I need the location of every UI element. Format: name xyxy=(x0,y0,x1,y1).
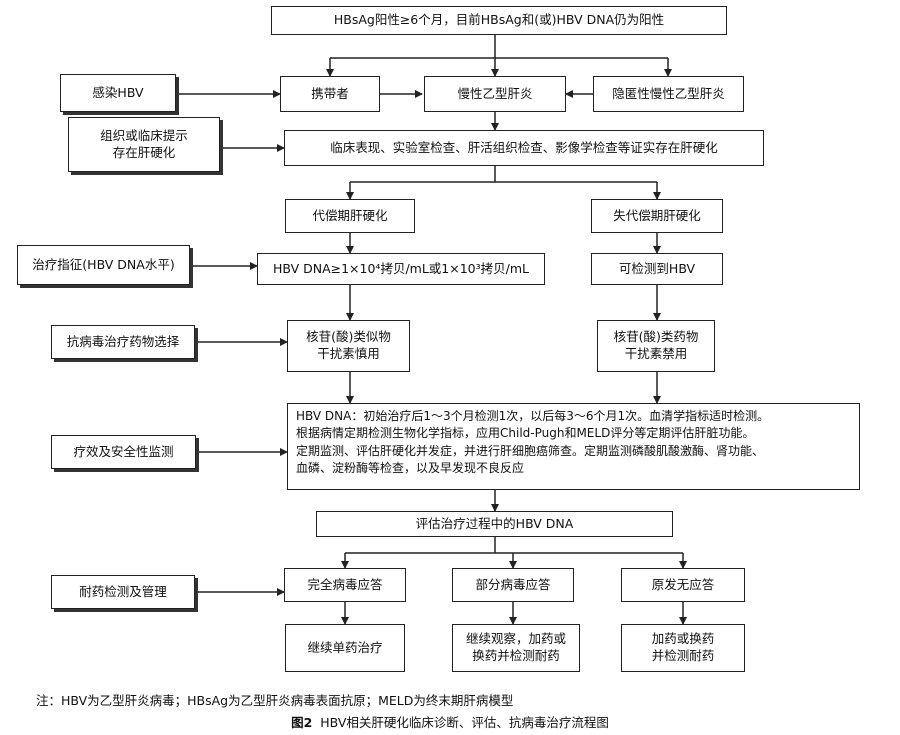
monitoring-line-4: 血磷、淀粉酶等检查，以及早发现不良反应 xyxy=(296,461,525,476)
figure-title: HBV相关肝硬化临床诊断、评估、抗病毒治疗流程图 xyxy=(320,715,609,730)
box-compensated-cirrhosis: 代偿期肝硬化 xyxy=(285,199,415,233)
monitoring-line-1: HBV DNA：初始治疗后1～3个月检测1次，以后每3～6个月1次。血清学指标适… xyxy=(296,409,770,423)
box-partial-response: 部分病毒应答 xyxy=(452,568,574,602)
box-carrier: 携带者 xyxy=(280,76,380,112)
box-monitoring-details: HBV DNA：初始治疗后1～3个月检测1次，以后每3～6个月1次。血清学指标适… xyxy=(287,403,860,490)
figure-caption: 图2 HBV相关肝硬化临床诊断、评估、抗病毒治疗流程图 xyxy=(0,712,900,731)
box-resistance-management: 耐药检测及管理 xyxy=(51,575,195,609)
box-occult-hepatitis-b: 隐匿性慢性乙型肝炎 xyxy=(593,76,744,112)
box-hbsag-positive: HBsAg阳性≥6个月，目前HBsAg和(或)HBV DNA仍为阳性 xyxy=(271,6,727,35)
box-continue-monotherapy: 继续单药治疗 xyxy=(285,624,405,672)
box-efficacy-safety-monitoring: 疗效及安全性监测 xyxy=(51,435,196,469)
box-drug-compensated: 核苷(酸)类似物 干扰素慎用 xyxy=(287,320,410,372)
box-hbv-detectable: 可检测到HBV xyxy=(591,253,723,285)
box-chronic-hepatitis-b: 慢性乙型肝炎 xyxy=(424,76,566,112)
box-treatment-indication: 治疗指征(HBV DNA水平) xyxy=(17,245,190,285)
monitoring-line-2: 根据病情定期检测生物化学指标，应用Child-Pugh和MELD评分等定期评估肝… xyxy=(296,426,755,441)
box-clinical-confirmation: 临床表现、实验室检查、肝活组织检查、影像学检查等证实存在肝硬化 xyxy=(284,130,764,166)
footnote: 注：HBV为乙型肝炎病毒；HBsAg为乙型肝炎病毒表面抗原；MELD为终末期肝病… xyxy=(36,693,514,708)
figure-label: 图2 xyxy=(291,715,313,730)
box-drug-decompensated: 核苷(酸)类药物 干扰素禁用 xyxy=(597,320,715,372)
monitoring-line-3: 定期监测、评估肝硬化并发症，并进行肝细胞癌筛查。定期监测磷酸肌酸激酶、肾功能、 xyxy=(296,443,765,458)
box-antiviral-drug-choice: 抗病毒治疗药物选择 xyxy=(51,325,195,359)
box-add-or-switch-drug: 加药或换药 并检测耐药 xyxy=(621,624,745,672)
box-evaluate-hbv-dna: 评估治疗过程中的HBV DNA xyxy=(316,511,673,537)
box-tissue-clinical-hint: 组织或临床提示 存在肝硬化 xyxy=(68,117,220,172)
box-hbv-dna-threshold: HBV DNA≥1×10⁴拷贝/mL或1×10³拷贝/mL xyxy=(257,253,545,285)
box-primary-nonresponse: 原发无应答 xyxy=(621,568,745,602)
box-decompensated-cirrhosis: 失代偿期肝硬化 xyxy=(591,199,723,233)
box-observe-add-switch: 继续观察，加药或 换药并检测耐药 xyxy=(452,624,580,672)
box-hbv-infection: 感染HBV xyxy=(60,74,176,112)
box-complete-response: 完全病毒应答 xyxy=(284,568,406,602)
